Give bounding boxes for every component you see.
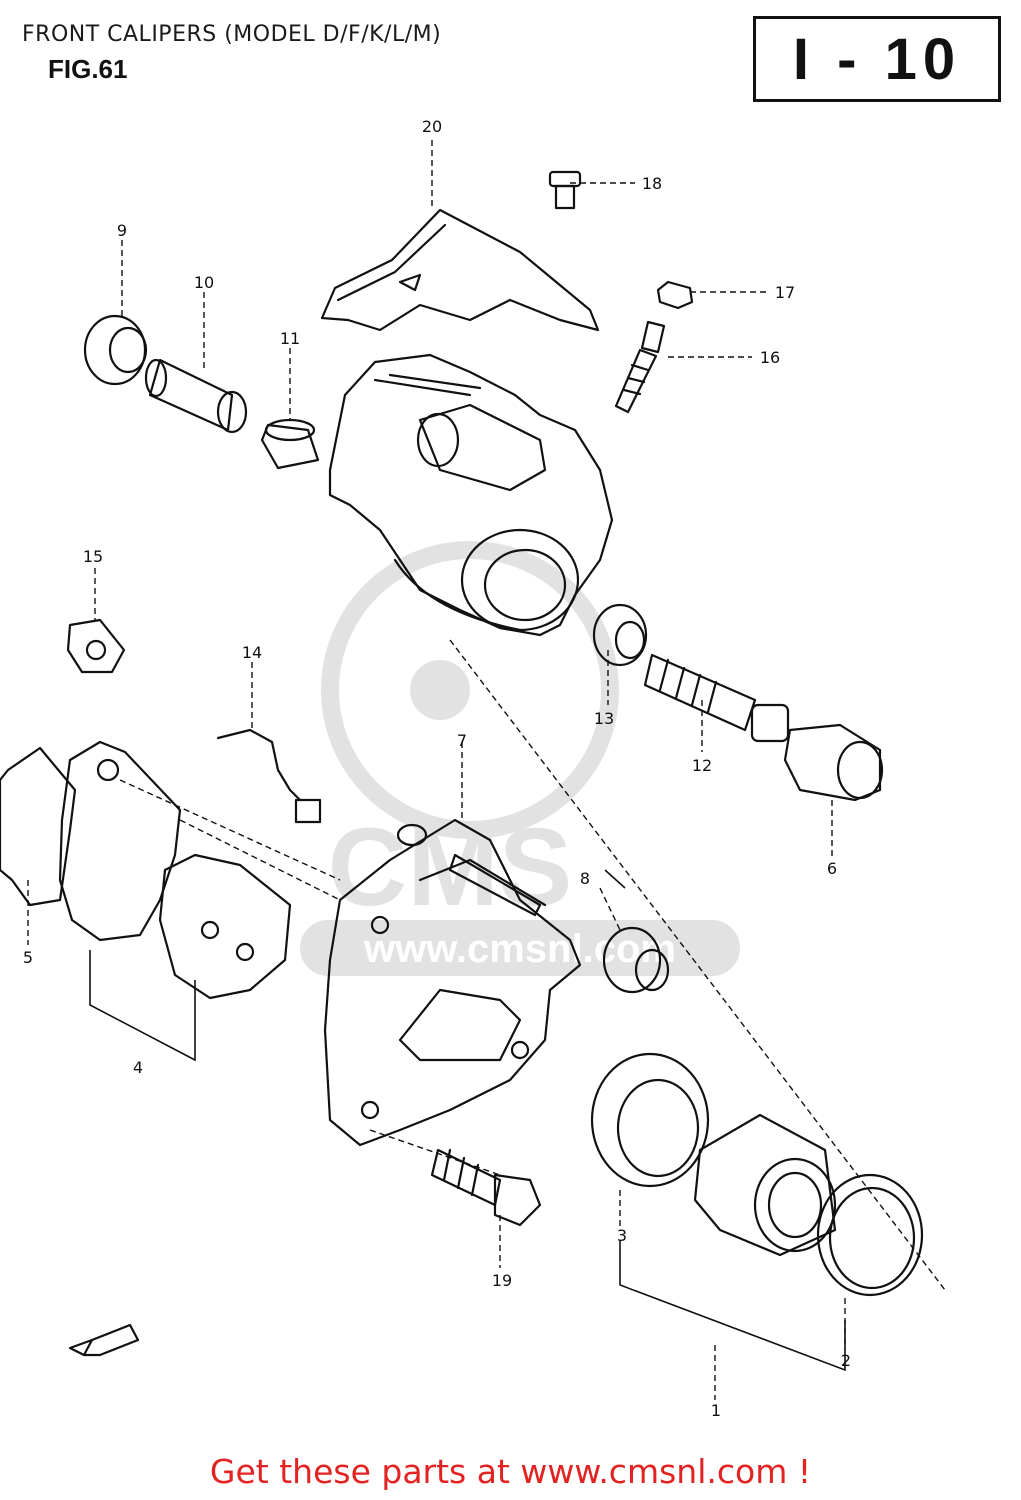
caliper-pin-bolt (643, 653, 790, 743)
piston-seal (590, 1052, 710, 1188)
callout-17: 17 (775, 283, 795, 302)
pad-spring (216, 728, 322, 824)
bushing (260, 418, 320, 470)
callout-7: 7 (457, 731, 467, 750)
callout-13: 13 (594, 709, 614, 728)
slide-pin-boot-lower (602, 926, 670, 994)
callout-9: 9 (117, 221, 127, 240)
page-code-box: I - 10 (753, 16, 1001, 102)
cover-screw (548, 170, 582, 210)
upper-pin-boot (592, 603, 648, 667)
callout-14: 14 (242, 643, 262, 662)
callout-4: 4 (133, 1058, 143, 1077)
watermark-url: www.cmsnl.com (363, 927, 676, 971)
figure-label: FIG.61 (48, 54, 128, 84)
page-title: FRONT CALIPERS (MODEL D/F/K/L/M) (22, 22, 442, 47)
bleeder-valve (614, 320, 666, 414)
callout-numbers: 20 18 17 16 9 10 11 15 14 7 13 12 6 8 5 … (23, 117, 851, 1420)
slide-pin-boot-upper (83, 314, 148, 386)
slide-sleeve (144, 358, 248, 434)
pin-cap (783, 723, 884, 802)
callout-8: 8 (580, 869, 590, 888)
pad-clip (66, 618, 126, 674)
caliper-bracket (323, 818, 582, 1147)
caliper-body (328, 353, 614, 637)
callout-1: 1 (711, 1401, 721, 1420)
callout-5: 5 (23, 948, 33, 967)
bracket-bolt (430, 1148, 542, 1227)
bracket-lines (89, 869, 846, 1372)
callout-15: 15 (83, 547, 103, 566)
callout-2: 2 (841, 1351, 851, 1370)
callout-11: 11 (280, 329, 300, 348)
front-arrow-icon (68, 1323, 140, 1357)
callout-10: 10 (194, 273, 214, 292)
callout-16: 16 (760, 348, 780, 367)
watermark: CMS www.cmsnl.com (300, 541, 740, 976)
leader-lines (27, 140, 946, 1400)
callout-18: 18 (642, 174, 662, 193)
pad-shim (0, 746, 77, 907)
footer-link[interactable]: Get these parts at www.cmsnl.com ! (209, 1452, 812, 1491)
callout-12: 12 (692, 756, 712, 775)
brake-pads (58, 740, 292, 1000)
callout-19: 19 (492, 1271, 512, 1290)
dust-seal (816, 1173, 924, 1297)
pad-cover-plate (320, 208, 600, 332)
bleeder-cap (656, 280, 694, 310)
callout-20: 20 (422, 117, 442, 136)
callout-3: 3 (617, 1226, 627, 1245)
piston (693, 1113, 837, 1257)
callout-6: 6 (827, 859, 837, 878)
